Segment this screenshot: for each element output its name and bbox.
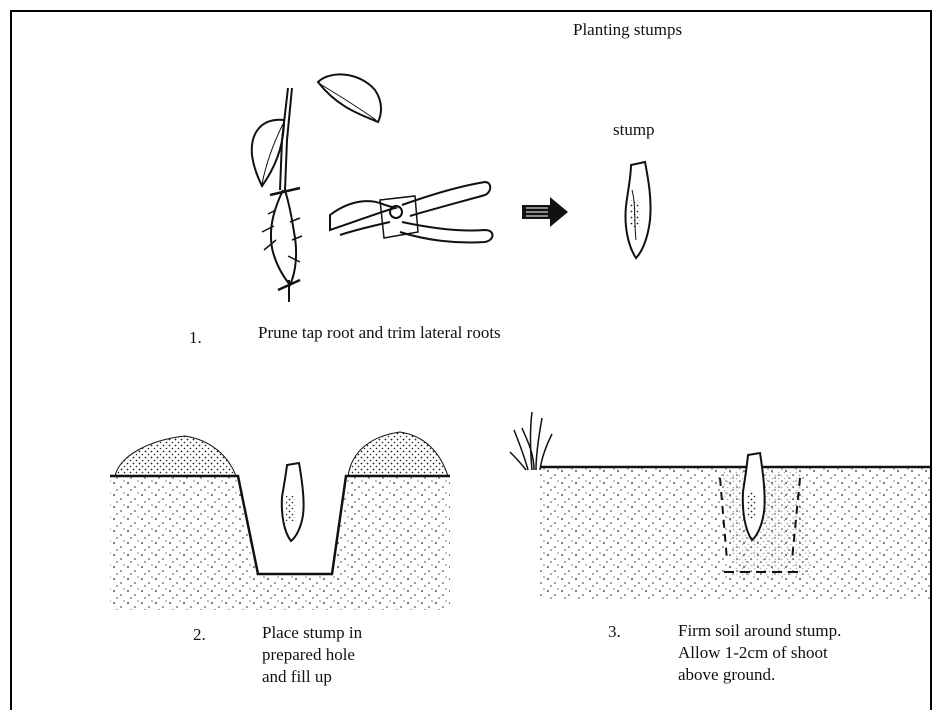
grass-tuft-icon (510, 412, 552, 470)
right-arrow-icon (522, 197, 568, 227)
seedling-illustration (252, 74, 381, 302)
pruning-shears-icon (330, 182, 493, 243)
planted-stump-illustration (540, 453, 930, 600)
planting-hole-illustration (110, 432, 450, 610)
stump-illustration (625, 162, 650, 258)
